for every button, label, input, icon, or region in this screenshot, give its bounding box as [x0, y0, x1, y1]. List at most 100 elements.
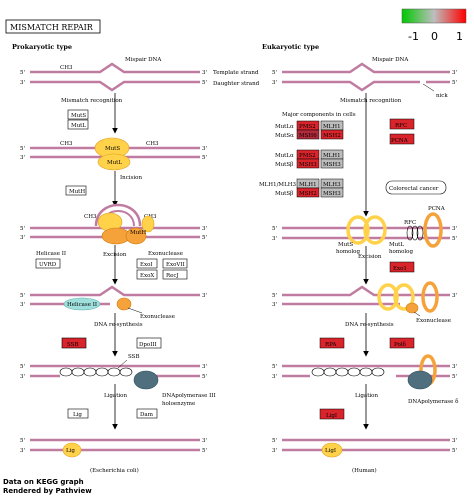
gene-mlh1-b-label: MLH1 — [323, 153, 341, 159]
gene-rfc[interactable] — [389, 118, 415, 130]
row3-label: MutLα — [275, 153, 294, 159]
pro-five-prime-c1: 5' — [20, 226, 25, 232]
gene-exox[interactable] — [136, 269, 158, 280]
gene-exo1-label: Exo1 — [393, 266, 407, 272]
gene-mlh1-a-label: MLH1 — [323, 124, 341, 130]
euk-excision: Excision — [358, 254, 382, 260]
euk-five-prime-e2: 5' — [452, 448, 457, 454]
euk-three-prime-e2: 3' — [452, 438, 457, 444]
ssb-pointer — [117, 359, 128, 369]
euk-three-prime-d1: 3' — [272, 374, 277, 380]
row2-label: MutSα — [275, 133, 294, 139]
pro-three-prime-a2: 3' — [202, 70, 207, 76]
pro-five-prime-e2: 5' — [202, 374, 207, 380]
pro-mispair-dna — [30, 62, 200, 92]
helicase-ii-blob-label: Helicase II — [67, 302, 97, 308]
pro-five-prime-d1: 5' — [20, 293, 25, 299]
lig-protein-blob — [62, 442, 82, 458]
pro-ch3-c1: CH3 — [84, 214, 97, 220]
gene-mlh1-c-label: MLH1 — [299, 182, 317, 188]
gene-pms2-a-label: PMS2 — [299, 124, 316, 130]
pro-ligation: Ligation — [104, 393, 127, 399]
euk-dna-5 — [282, 438, 450, 452]
gene-mutl[interactable] — [67, 119, 89, 130]
colorectal-cancer-link[interactable] — [385, 180, 447, 195]
euk-heading: Eukaryotic type — [262, 43, 319, 51]
gene-pold[interactable] — [389, 337, 415, 349]
gene-exox-label: ExoX — [140, 273, 154, 279]
euk-muts-ring-2 — [377, 283, 399, 311]
euk-mismatch-recognition: Mismatch recognition — [340, 98, 402, 104]
pro-three-prime-d2: 3' — [202, 293, 207, 299]
gene-recj-label: RecJ — [166, 273, 179, 279]
gene-ssb[interactable] — [61, 337, 87, 349]
gene-mutl-label: MutL — [71, 123, 86, 129]
gene-msh2-b[interactable] — [296, 187, 320, 198]
pro-heading: Prokaryotic type — [12, 43, 72, 51]
footer-line-2: Rendered by Pathview — [3, 487, 92, 495]
pro-five-prime-f1: 5' — [20, 438, 25, 444]
dnapol-iii-label-2: holoenzyme — [162, 401, 195, 407]
pro-dna-resynthesis: DNA re-synthesis — [94, 322, 143, 328]
pro-three-prime-f1: 3' — [20, 448, 25, 454]
gene-pcna-label: PCNA — [391, 138, 409, 144]
gene-uvrd[interactable] — [35, 258, 61, 269]
euk-five-prime-b2: 5' — [452, 236, 457, 242]
gene-exovii[interactable] — [162, 258, 188, 269]
euk-three-prime-b2: 3' — [452, 226, 457, 232]
daughter-strand-label: Daughter strand — [213, 81, 260, 87]
muts-homolog-ring — [346, 215, 370, 245]
pro-three-prime-a1: 3' — [20, 80, 25, 86]
gene-msh6[interactable] — [296, 129, 320, 140]
major-components-label: Major components in cells — [282, 112, 356, 118]
pro-mismatch-recognition: Mismatch recognition — [61, 98, 123, 104]
gene-lig-label: Lig — [73, 412, 82, 418]
gene-pold-label: Polδ — [394, 342, 407, 348]
pro-three-prime-e1: 3' — [20, 374, 25, 380]
gene-msh3-c[interactable] — [320, 187, 344, 198]
pro-five-prime-b2: 5' — [202, 155, 207, 161]
gene-lig1-label: LigI — [326, 413, 337, 419]
euk-exonuclease-pointer — [413, 311, 421, 317]
euk-mutl-ring-2 — [393, 283, 415, 311]
gene-lig1[interactable] — [319, 408, 345, 420]
muts-blob-label: MutS — [105, 146, 120, 152]
gene-msh3-a[interactable] — [296, 158, 320, 169]
colorectal-cancer-label: Colorectal cancer — [389, 186, 439, 192]
helicase-ii-blob — [63, 297, 101, 311]
row5-label: MLH1/MLH3 — [259, 182, 297, 188]
gene-exovii-label: ExoVII — [166, 262, 185, 268]
gene-dpoiii[interactable] — [136, 337, 162, 349]
gene-msh2-a[interactable] — [320, 129, 344, 140]
rfc-coil — [406, 225, 424, 241]
muts-homolog-label-1: MutS — [338, 242, 353, 248]
title-box — [5, 19, 101, 34]
gene-pcna[interactable] — [389, 133, 415, 145]
gene-recj[interactable] — [162, 269, 188, 280]
legend-label-zero: 0 — [431, 30, 438, 43]
euk-five-prime-a2: 5' — [452, 80, 457, 86]
legend-label-pos: 1 — [456, 30, 463, 43]
pro-dna-loop — [94, 203, 142, 227]
gene-dam[interactable] — [136, 408, 158, 419]
pro-five-prime-c2: 5' — [202, 235, 207, 241]
gene-muts[interactable] — [67, 109, 89, 120]
euk-five-prime-a1: 5' — [272, 70, 277, 76]
gene-msh3-b[interactable] — [320, 158, 344, 169]
gene-muth[interactable] — [65, 185, 87, 196]
lig1-protein-blob — [321, 442, 343, 458]
pro-ch3-b1: CH3 — [60, 141, 73, 147]
pro-five-prime-b1: 5' — [20, 146, 25, 152]
euk-five-prime-c1: 5' — [272, 293, 277, 299]
gene-exoi[interactable] — [136, 258, 158, 269]
page-title: MISMATCH REPAIR — [10, 23, 94, 32]
euk-pcna-label: PCNA — [428, 206, 446, 212]
dnapol-iii-blob — [133, 370, 159, 390]
gene-rpa[interactable] — [319, 337, 345, 349]
gene-pms2-b-label: PMS2 — [299, 153, 316, 159]
mutl-blob-label: MutL — [107, 160, 122, 166]
gene-uvrd-label: UVRD — [39, 262, 57, 268]
gene-exo1[interactable] — [389, 261, 415, 273]
gene-lig[interactable] — [67, 408, 89, 419]
